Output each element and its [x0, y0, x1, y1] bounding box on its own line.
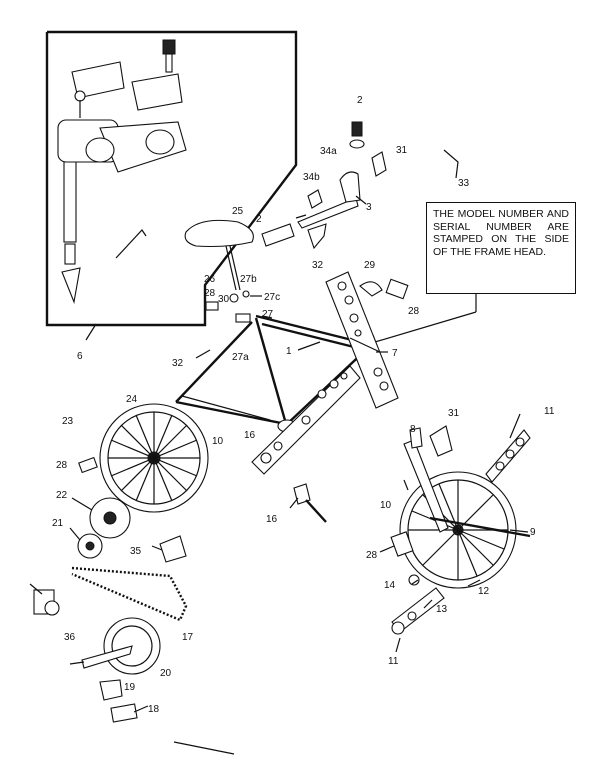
label-36: 36	[64, 632, 76, 643]
front-brake-caliper	[429, 425, 453, 457]
stem-clamp-left	[85, 137, 115, 163]
front-axle	[429, 516, 531, 538]
rear-wheel	[99, 403, 209, 513]
handlebar-assembly	[261, 121, 459, 300]
reflector	[385, 278, 409, 300]
kickstand-bracket	[293, 483, 311, 505]
cable-part	[443, 149, 459, 179]
label-18: 18	[148, 704, 160, 715]
stem-bolt	[351, 121, 363, 137]
label-19: 19	[124, 682, 136, 693]
stem-clamp-right	[145, 129, 175, 155]
frame-seat-tube	[254, 317, 288, 425]
label-20: 20	[160, 668, 172, 679]
label-16-stand: 16	[266, 514, 278, 525]
label-22: 22	[56, 490, 68, 501]
label-28-rear: 28	[56, 460, 68, 471]
stem-post	[63, 149, 77, 243]
label-1: 1	[286, 346, 292, 357]
pedal	[110, 703, 138, 723]
label-8: 8	[410, 424, 416, 435]
label-30: 30	[218, 294, 230, 305]
seat-post	[225, 245, 237, 291]
label-21: 21	[52, 518, 64, 529]
headset-parts-strip	[325, 271, 399, 409]
label-23: 23	[62, 416, 74, 427]
stem-wedge	[61, 267, 81, 304]
crank-arm	[81, 645, 133, 669]
front-reflector	[390, 531, 414, 557]
label-34b: 34b	[303, 172, 320, 183]
label-10-front: 10	[380, 500, 392, 511]
hex-key	[115, 229, 147, 259]
label-25: 25	[232, 206, 244, 217]
rear-reflector	[78, 456, 98, 474]
label-13: 13	[436, 604, 448, 615]
seat-clamp	[205, 301, 219, 311]
label-6: 6	[77, 351, 83, 362]
chain	[71, 566, 188, 622]
crank-left	[99, 679, 123, 701]
stem-washer	[74, 90, 86, 102]
saddle-assembly	[184, 219, 254, 323]
label-28-reflector: 28	[408, 306, 420, 317]
label-28-front: 28	[366, 550, 378, 561]
stem-expander-spring	[64, 243, 76, 265]
label-10-rear: 10	[212, 436, 224, 447]
stem-bolt-head	[162, 39, 176, 55]
reflector-bracket	[359, 281, 383, 297]
front-fork	[403, 439, 449, 533]
label-27: 27	[262, 309, 274, 320]
label-34a: 34a	[320, 146, 337, 157]
frame-chain-stay	[175, 400, 287, 426]
label-28-seat: 28	[204, 288, 216, 299]
handlebar-grip	[261, 223, 295, 247]
label-24: 24	[126, 394, 138, 405]
label-32-seat: 32	[172, 358, 184, 369]
axle-nut	[408, 574, 420, 586]
label-31-front: 31	[448, 408, 460, 419]
frame-down-tube	[285, 345, 371, 426]
brake-lever-top	[371, 151, 387, 177]
model-number-note: THE MODEL NUMBER AND SERIAL NUMBER ARE S…	[426, 202, 576, 294]
label-11-top: 11	[544, 406, 555, 417]
coaster-clip	[159, 535, 187, 563]
inset-border	[45, 30, 298, 327]
label-7: 7	[392, 348, 398, 359]
label-27b: 27b	[240, 274, 257, 285]
stem-cap-left	[71, 61, 125, 99]
label-31-top: 31	[396, 145, 408, 156]
label-32-top: 32	[312, 260, 324, 271]
label-17: 17	[182, 632, 194, 643]
label-29: 29	[364, 260, 376, 271]
scan-mark	[173, 741, 235, 755]
label-35: 35	[130, 546, 142, 557]
stem-cap-right	[131, 73, 183, 111]
label-14: 14	[384, 580, 396, 591]
label-2-top: 2	[357, 95, 363, 106]
label-27a: 27a	[232, 352, 249, 363]
saddle	[184, 219, 254, 248]
part-number-labels: 2 34a 31 34b 33 3 25 2 32 29 26 27b 28 3…	[52, 95, 555, 715]
leader-lines	[29, 195, 529, 713]
stem-detail-inset	[45, 30, 298, 327]
brake-lever-lower	[307, 223, 327, 250]
label-2-grip: 2	[256, 214, 262, 225]
label-12: 12	[478, 586, 490, 597]
bottom-bracket-parts-strip	[251, 365, 361, 475]
label-27c: 27c	[264, 292, 280, 303]
label-11-bottom: 11	[388, 656, 399, 667]
label-33: 33	[458, 178, 470, 189]
label-3: 3	[366, 202, 372, 213]
label-16-bb: 16	[244, 430, 256, 441]
handlebar-bar	[297, 197, 359, 229]
kickstand-leg	[305, 499, 327, 523]
label-9: 9	[530, 527, 536, 538]
label-26: 26	[204, 274, 216, 285]
stem-bolt-shaft	[165, 53, 173, 73]
frame-seat-stay	[175, 321, 253, 403]
